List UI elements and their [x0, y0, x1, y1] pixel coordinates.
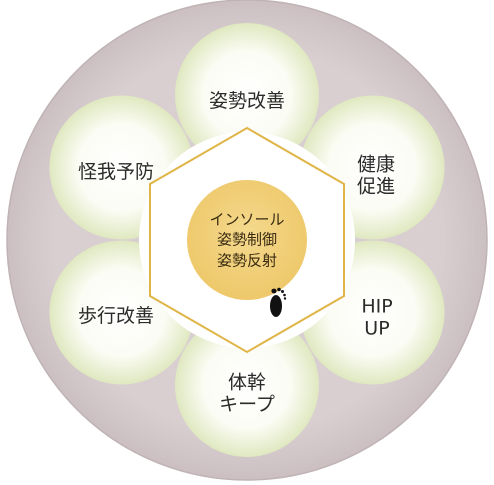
footprint-icon — [270, 287, 287, 317]
petal-label-top: 姿勢改善 — [208, 89, 286, 112]
petal-top — [175, 23, 319, 167]
petal-label-upper-left: 怪我予防 — [77, 160, 155, 183]
petal-label-bottom: 体幹 キープ — [219, 371, 275, 416]
petal-label-upper-right: 健康 促進 — [356, 153, 396, 198]
center-text: インソール 姿勢制御 姿勢反射 — [209, 210, 284, 271]
petal-label-lower-right: HIP UP — [361, 295, 393, 340]
center-line-1: インソール — [209, 210, 285, 229]
center-circle — [187, 180, 307, 300]
petal-bottom — [175, 313, 319, 457]
center-line-3: 姿勢反射 — [216, 251, 278, 270]
petal-label-lower-left: 歩行改善 — [77, 304, 155, 327]
center-line-2: 姿勢制御 — [216, 230, 278, 249]
